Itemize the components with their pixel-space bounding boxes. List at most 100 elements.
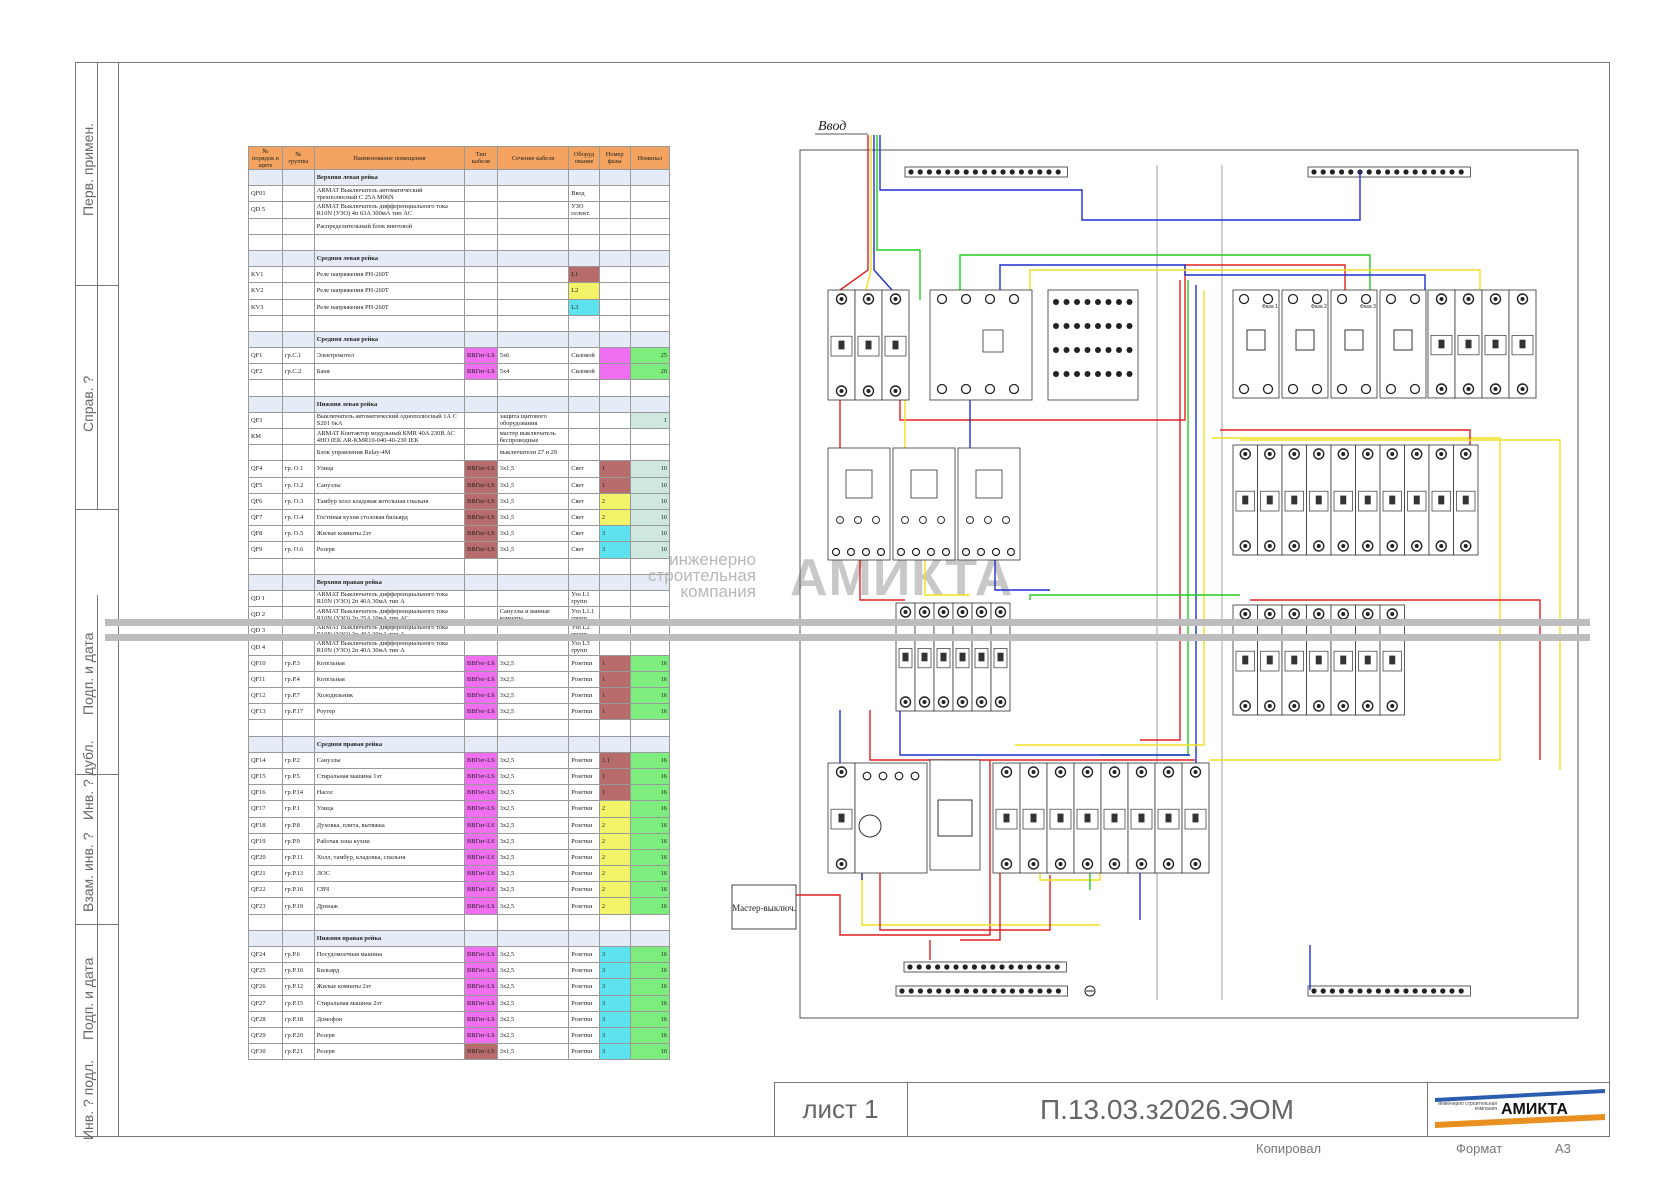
- breaker-lever: [1242, 655, 1249, 665]
- scan-band-top: [105, 619, 1590, 626]
- terminal-screw: [945, 169, 951, 175]
- cell-rating: 10: [629, 508, 671, 527]
- cell-cable-type: ВВГнг-LS: [464, 784, 498, 802]
- breaker-lever: [1084, 813, 1091, 823]
- cell-cable-type: ВВГнг-LS: [464, 703, 498, 721]
- section-cell: [281, 573, 315, 591]
- distribution-screw: [1105, 347, 1112, 353]
- distribution-screw: [1095, 299, 1101, 305]
- terminal-screw: [927, 988, 933, 994]
- cell-phase: 2: [598, 897, 631, 915]
- section-title: Нижняя левая рейка: [313, 395, 466, 413]
- breaker-bottom-screw: [1267, 704, 1272, 708]
- section-cell: [464, 929, 498, 948]
- breaker-qf01-pole: [854, 289, 883, 401]
- terminal-screw: [916, 964, 922, 970]
- footer-format-label: Формат: [1456, 1141, 1503, 1156]
- terminal-screw: [1366, 169, 1372, 175]
- section-cell: [598, 573, 631, 591]
- specification-table: № порядок в щите № группы Наименование п…: [248, 146, 671, 1061]
- terminal-screw: [991, 988, 997, 994]
- breaker-top-screw: [1085, 770, 1090, 774]
- breaker-bottom-screw: [1112, 862, 1117, 866]
- rcd-group: [1330, 289, 1378, 399]
- section-cell: [629, 168, 671, 187]
- wire: [879, 870, 1051, 931]
- master-switch-box: [731, 884, 797, 930]
- section-cell: [281, 735, 315, 753]
- rcd-terminal: [1238, 293, 1250, 305]
- breaker-lever: [1438, 495, 1445, 505]
- breaker-top-screw: [893, 297, 898, 301]
- header-cable-section: Сечение кабеля: [496, 146, 570, 170]
- rcd-terminal: [1311, 383, 1323, 395]
- cell-rating: 16: [629, 832, 671, 850]
- cell-rating: 10: [629, 460, 671, 478]
- rcd-terminal: [1336, 383, 1348, 395]
- breaker-bottom-screw: [1193, 862, 1198, 866]
- rcd-terminal: [936, 293, 948, 305]
- cell-rating: 16: [629, 670, 671, 689]
- rcd-lever: [1246, 329, 1266, 351]
- company-logo: инженерно строительная компания АМИКТА: [1435, 1086, 1605, 1133]
- distribution-screw: [1095, 371, 1101, 377]
- section-cell: [248, 929, 283, 948]
- terminal-screw: [1311, 988, 1317, 994]
- contactor-terminal: [910, 771, 920, 781]
- terminal-screw: [1028, 169, 1034, 175]
- terminal-screw: [1311, 169, 1317, 175]
- terminal-screw: [917, 169, 923, 175]
- terminal-screw: [1009, 988, 1016, 994]
- cell-phase: 2: [598, 816, 631, 834]
- breaker-bottom-row: [1127, 762, 1156, 874]
- breaker-top-screw: [922, 610, 927, 614]
- breaker-top-screw: [1463, 452, 1468, 456]
- terminal-screw: [1458, 169, 1464, 175]
- breaker-bottom-screw: [1365, 704, 1370, 708]
- cell-cable-type: ВВГнг-LS: [464, 476, 498, 494]
- relay-4m: [929, 759, 981, 871]
- relay-knob: [966, 516, 974, 524]
- breaker-top-screw: [1341, 612, 1346, 616]
- blank-row: [248, 719, 671, 737]
- drawing-inner-border: [118, 62, 1610, 1137]
- breaker-lever: [997, 652, 1004, 662]
- breaker-lever: [865, 340, 872, 350]
- terminal-screw: [954, 169, 960, 175]
- breaker-lever: [1266, 495, 1273, 505]
- breaker-bottom-screw: [1243, 544, 1248, 548]
- breaker-bottom-screw: [839, 862, 844, 866]
- breaker-lever: [1111, 813, 1118, 823]
- cell-cable-type: ВВГнг-LS: [464, 865, 498, 883]
- cell-cable-type: ВВГнг-LS: [464, 800, 498, 818]
- terminal-screw: [1017, 964, 1024, 970]
- wire: [1039, 870, 1101, 881]
- cell-cable-type: ВВГнг-LS: [464, 654, 498, 672]
- section-cell: [568, 330, 600, 349]
- terminal-block: [904, 166, 1068, 178]
- terminal-screw: [1009, 169, 1015, 175]
- breaker-bottom-screw: [1493, 387, 1498, 391]
- terminal-screw: [963, 169, 969, 175]
- breaker-top-screw: [1112, 770, 1117, 774]
- terminal-screw: [925, 964, 932, 970]
- rcd-terminal: [1238, 383, 1250, 395]
- terminal-screw: [1394, 988, 1400, 994]
- wire: [1015, 290, 1205, 746]
- stamp-cell-podp-data-1: [75, 595, 118, 775]
- blank-row: [248, 379, 671, 397]
- relay-knob: [872, 516, 880, 524]
- breaker-bottom-row: [1154, 762, 1183, 874]
- distribution-block-body: [1047, 289, 1139, 401]
- distribution-screw: [1053, 347, 1059, 353]
- relay-body: [827, 447, 891, 561]
- cell-rating: 16: [629, 848, 671, 867]
- relay-terminal: [846, 547, 856, 557]
